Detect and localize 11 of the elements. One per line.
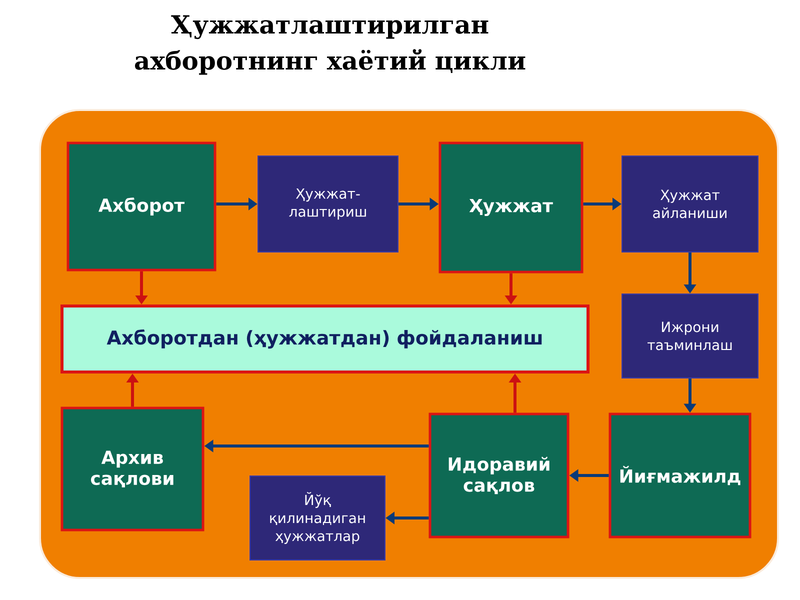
process-box: Ҳужжат <box>438 142 584 274</box>
process-box: Ҳужжат айланиши <box>622 156 758 252</box>
process-box: Архив сақлови <box>60 406 204 532</box>
process-box: Ахборот <box>66 142 216 272</box>
usage-box: Ахборотдан (ҳужжатдан) фойдаланиш <box>60 304 590 374</box>
title: Ҳужжатлаштирилган ахборотнинг хаётий цикли <box>135 15 526 75</box>
process-box: Йиғмажилд <box>608 412 752 538</box>
process-box: Ҳужжат- лаштириш <box>258 156 398 252</box>
process-box: Ижрони таъминлаш <box>622 294 758 378</box>
process-box: Идоравий сақлов <box>428 412 570 538</box>
process-box: Йўқ қилинадиган ҳужжатлар <box>250 476 386 560</box>
